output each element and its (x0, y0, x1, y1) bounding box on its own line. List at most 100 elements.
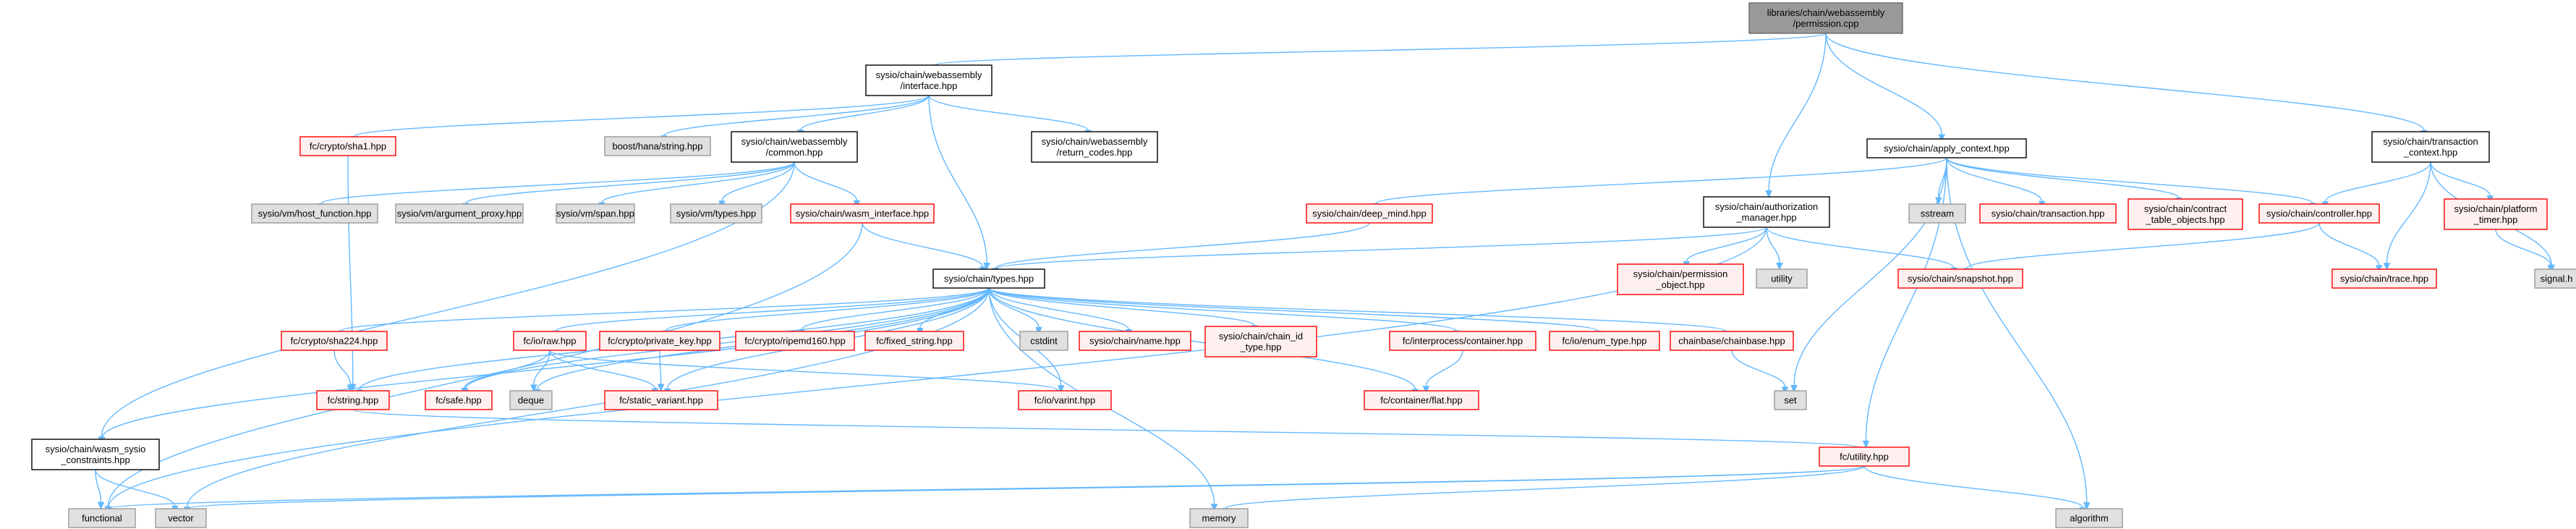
node-label: sysio/chain/name.hpp (1089, 336, 1181, 347)
node-chain-id-type[interactable]: sysio/chain/chain_id_type.hpp (1204, 326, 1317, 357)
node-label: /return_codes.hpp (1057, 147, 1133, 158)
node-set[interactable]: set (1774, 390, 1807, 410)
node-label: _manager.hpp (1735, 212, 1796, 223)
node-interface[interactable]: sysio/chain/webassembly/interface.hpp (865, 64, 992, 96)
edge-authorization-manager-to-snapshot (1766, 227, 1955, 268)
edge-fc-utility-to-vector (187, 465, 1865, 509)
node-label: sysio/chain/webassembly (876, 69, 982, 80)
node-box (1549, 331, 1660, 351)
edge-chain-types-to-enum-type (988, 287, 1599, 332)
node-varint[interactable]: fc/io/varint.hpp (1018, 390, 1112, 410)
node-label: _constraints.hpp (60, 454, 129, 465)
node-deque[interactable]: deque (509, 390, 553, 410)
node-chain-types[interactable]: sysio/chain/types.hpp (932, 268, 1045, 289)
edge-arrowhead (1776, 263, 1783, 271)
edge-common-to-argument-proxy (465, 161, 795, 204)
node-box (1979, 203, 2117, 224)
node-label: sysio/chain/chain_id (1219, 331, 1303, 342)
node-container-flat[interactable]: fc/container/flat.hpp (1364, 390, 1479, 410)
node-label: fc/crypto/ripemd160.hpp (744, 336, 845, 347)
node-label: sysio/chain/apply_context.hpp (1884, 143, 2009, 154)
node-label: set (1784, 395, 1797, 406)
node-fc-utility[interactable]: fc/utility.hpp (1819, 447, 1910, 467)
node-box (1703, 196, 1830, 228)
edge-authorization-manager-to-permission-object (1686, 227, 1767, 262)
node-root[interactable]: libraries/chain/webassembly/permission.c… (1748, 2, 1903, 34)
node-chain-transaction[interactable]: sysio/chain/transaction.hpp (1979, 203, 2117, 224)
edge-interprocess-container-to-container-flat (1425, 350, 1463, 386)
edge-root-to-interface (935, 33, 1827, 66)
node-private-key[interactable]: fc/crypto/private_key.hpp (599, 331, 720, 351)
node-box (299, 136, 396, 156)
edge-chain-types-to-private-key (666, 287, 990, 331)
node-label: _object.hpp (1655, 279, 1704, 290)
node-box (1019, 331, 1068, 351)
node-fc-safe[interactable]: fc/safe.hpp (425, 390, 493, 410)
node-fixed-string[interactable]: fc/fixed_string.hpp (864, 331, 964, 351)
node-box (1306, 203, 1433, 224)
edge-fc-utility-to-functional (108, 465, 1865, 509)
node-sha224[interactable]: fc/crypto/sha224.hpp (281, 331, 388, 351)
node-utility[interactable]: utility (1756, 268, 1808, 289)
node-label: fc/static_variant.hpp (619, 395, 703, 406)
node-label: sstream (1921, 208, 1954, 219)
node-chain-name[interactable]: sysio/chain/name.hpp (1079, 331, 1191, 351)
node-deep-mind[interactable]: sysio/chain/deep_mind.hpp (1306, 203, 1433, 224)
node-apply-context[interactable]: sysio/chain/apply_context.hpp (1866, 138, 2027, 158)
node-common[interactable]: sysio/chain/webassembly/common.hpp (731, 131, 858, 163)
node-interprocess-container[interactable]: fc/interprocess/container.hpp (1389, 331, 1536, 351)
node-host-function[interactable]: sysio/vm/host_function.hpp (251, 203, 378, 224)
node-label: fc/io/varint.hpp (1034, 395, 1096, 406)
node-box (251, 203, 378, 224)
edge-common-to-vm-types (721, 161, 795, 201)
node-box (1031, 131, 1158, 163)
node-ripemd160[interactable]: fc/crypto/ripemd160.hpp (735, 331, 855, 351)
edge-transaction-context-to-trace (2386, 161, 2431, 263)
edge-arrowhead (1057, 385, 1065, 393)
edge-transaction-context-to-controller (2324, 161, 2431, 203)
node-label: sysio/chain/wasm_sysio (46, 444, 146, 454)
edge-wasm-sysio-constraints-to-vector (95, 469, 176, 507)
node-authorization-manager[interactable]: sysio/chain/authorization_manager.hpp (1703, 196, 1830, 228)
node-algorithm[interactable]: algorithm (2055, 508, 2123, 528)
node-permission-object[interactable]: sysio/chain/permission_object.hpp (1617, 263, 1744, 295)
node-static-variant[interactable]: fc/static_variant.hpp (604, 390, 718, 410)
edge-arrowhead (1210, 504, 1218, 512)
node-contract-table-objects[interactable]: sysio/chain/contract_table_objects.hpp (2127, 198, 2243, 230)
node-label: sysio/chain/trace.hpp (2340, 274, 2428, 284)
node-span[interactable]: sysio/vm/span.hpp (556, 203, 635, 224)
node-platform-timer[interactable]: sysio/chain/platform_timer.hpp (2444, 198, 2548, 230)
edge-transaction-context-to-platform-timer (2430, 161, 2491, 196)
node-snapshot[interactable]: sysio/chain/snapshot.hpp (1897, 268, 2023, 289)
node-cstdint[interactable]: cstdint (1019, 331, 1068, 351)
node-functional[interactable]: functional (68, 508, 136, 528)
node-sha1[interactable]: fc/crypto/sha1.hpp (299, 136, 396, 156)
node-controller[interactable]: sysio/chain/controller.hpp (2258, 203, 2380, 224)
node-box (1189, 508, 1249, 528)
node-trace[interactable]: sysio/chain/trace.hpp (2331, 268, 2437, 289)
node-argument-proxy[interactable]: sysio/vm/argument_proxy.hpp (395, 203, 524, 224)
node-enum-type[interactable]: fc/io/enum_type.hpp (1549, 331, 1660, 351)
edge-sha224-to-fc-string (333, 350, 351, 385)
node-return-codes[interactable]: sysio/chain/webassembly/return_codes.hpp (1031, 131, 1158, 163)
node-box (731, 131, 858, 163)
node-vector[interactable]: vector (155, 508, 207, 528)
node-sstream[interactable]: sstream (1908, 203, 1966, 224)
node-box (1866, 138, 2027, 158)
node-box (735, 331, 855, 351)
node-signal[interactable]: signal.h (2534, 268, 2576, 289)
node-fc-string[interactable]: fc/string.hpp (316, 390, 390, 410)
node-chainbase[interactable]: chainbase/chainbase.hpp (1670, 331, 1794, 351)
node-wasm-sysio-constraints[interactable]: sysio/chain/wasm_sysio_constraints.hpp (31, 439, 160, 470)
node-label: fc/interprocess/container.hpp (1403, 336, 1523, 347)
edge-arrowhead (657, 384, 665, 392)
node-memory[interactable]: memory (1189, 508, 1249, 528)
node-transaction-context[interactable]: sysio/chain/transaction_context.hpp (2371, 131, 2490, 163)
edge-root-to-authorization-manager (1768, 33, 1827, 191)
node-label: sysio/chain/platform (2454, 203, 2538, 214)
node-fc-raw[interactable]: fc/io/raw.hpp (513, 331, 587, 351)
node-vm-types[interactable]: sysio/vm/types.hpp (670, 203, 762, 224)
node-wasm-interface[interactable]: sysio/chain/wasm_interface.hpp (790, 203, 935, 224)
node-hana-string[interactable]: boost/hana/string.hpp (604, 136, 711, 156)
